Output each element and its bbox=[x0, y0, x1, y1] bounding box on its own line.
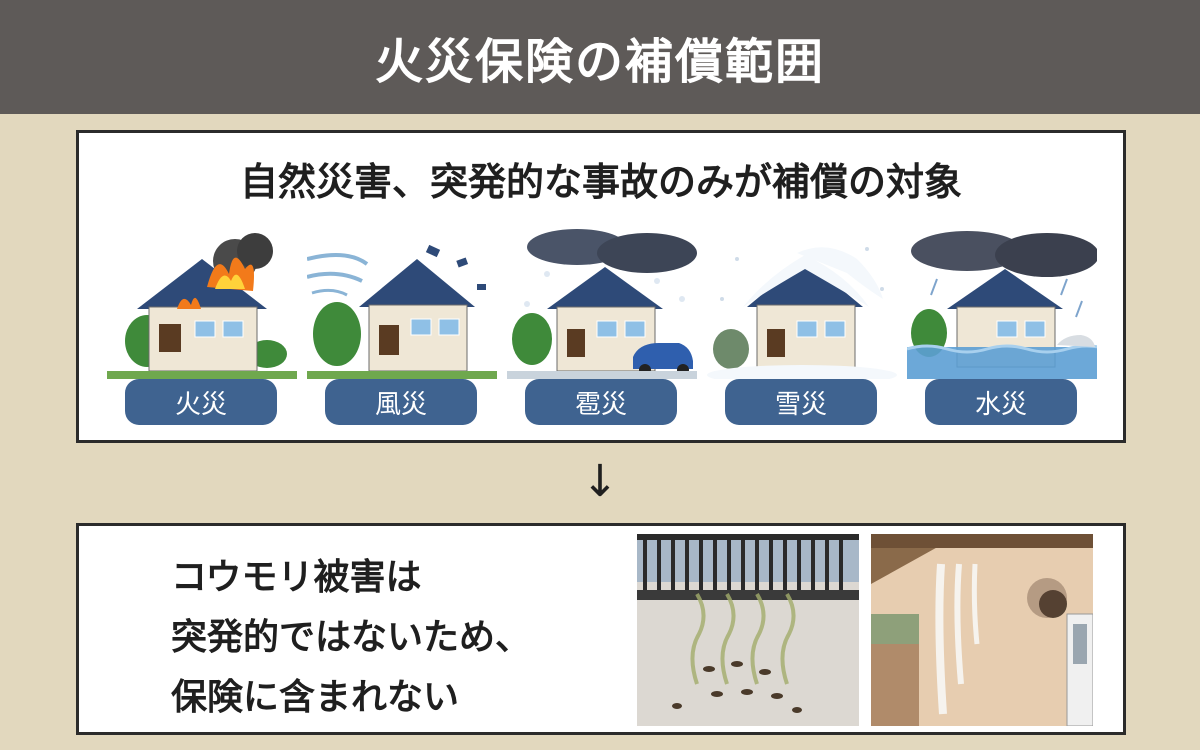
disaster-item-wind: 風災 bbox=[307, 229, 497, 429]
house-snow-icon bbox=[707, 247, 897, 379]
disaster-badge: 風災 bbox=[325, 379, 477, 425]
disaster-item-snow: 雪災 bbox=[707, 229, 897, 429]
disaster-list: 火災 風災 bbox=[107, 229, 1097, 429]
bat-damage-line: 保険に含まれない bbox=[171, 677, 460, 718]
coverage-panel: 自然災害、突発的な事故のみが補償の対象 火災 bbox=[76, 130, 1126, 443]
bat-stain-image bbox=[871, 534, 1093, 726]
page-title: 火災保険の補償範囲 bbox=[374, 34, 825, 90]
house-wind-icon bbox=[307, 244, 497, 379]
coverage-title: 自然災害、突発的な事故のみが補償の対象 bbox=[239, 160, 962, 204]
bat-droppings-image bbox=[637, 534, 859, 726]
bat-damage-text: コウモリ被害は 突発的ではないため、 保険に含まれない bbox=[171, 548, 631, 728]
bat-damage-panel: コウモリ被害は 突発的ではないため、 保険に含まれない bbox=[76, 523, 1126, 735]
disaster-badge: 雹災 bbox=[525, 379, 677, 425]
bat-stain-photo bbox=[871, 534, 1093, 726]
disaster-item-flood: 水災 bbox=[907, 229, 1097, 429]
page-title-bar: 火災保険の補償範囲 bbox=[0, 0, 1200, 114]
house-hail-icon bbox=[507, 229, 697, 379]
house-fire-icon bbox=[107, 233, 297, 379]
disaster-item-fire: 火災 bbox=[107, 229, 297, 429]
bat-damage-line: コウモリ被害は bbox=[171, 557, 422, 598]
bat-droppings-photo bbox=[637, 534, 859, 726]
disaster-item-hail: 雹災 bbox=[507, 229, 697, 429]
bat-damage-line: 突発的ではないため、 bbox=[171, 617, 532, 658]
disaster-badge: 水災 bbox=[925, 379, 1077, 425]
down-arrow-icon: ↓ bbox=[581, 456, 619, 507]
house-flood-icon bbox=[907, 231, 1097, 379]
disaster-badge: 雪災 bbox=[725, 379, 877, 425]
disaster-badge: 火災 bbox=[125, 379, 277, 425]
